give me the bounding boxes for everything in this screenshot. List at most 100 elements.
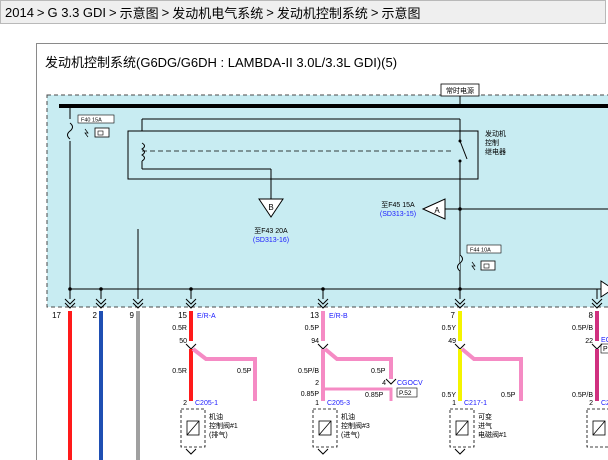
component-4-body	[586, 408, 608, 448]
solenoid-icon-diag	[186, 420, 200, 436]
junction-dot-17	[68, 287, 72, 291]
relay-contact-top	[458, 139, 462, 143]
wire-pink-13-branch	[323, 347, 393, 379]
fuse-f44-label-box	[466, 244, 502, 254]
wire-gauge-05p-c: 0.5P	[371, 368, 386, 375]
relay-label-line1: 发动机	[485, 129, 506, 138]
breadcrumb-separator: >	[266, 4, 274, 20]
c2-pin: 2	[589, 400, 593, 407]
c2053-pin: 1	[315, 400, 319, 407]
breadcrumb-engine-electrical[interactable]: 发动机电气系统	[172, 5, 264, 21]
pin-7: 7	[451, 311, 456, 320]
fuse-box-icon-2	[480, 260, 496, 271]
wire-pink-15	[191, 347, 257, 401]
solenoid-icon	[186, 420, 200, 436]
valve-3-line1: 机油	[341, 412, 355, 421]
hot-label: 常时电源	[446, 86, 474, 95]
pin-17: 17	[52, 311, 61, 320]
chevron-4	[385, 378, 397, 385]
connector-b-text2[interactable]: (SD313-16)	[253, 237, 289, 244]
valve-1-line2: 控制阀#1	[209, 421, 238, 430]
junction-block-area	[46, 94, 608, 308]
breadcrumb-engine-control[interactable]: 发动机控制系统	[276, 5, 368, 21]
diagram-title: 发动机控制系统(G6DG/G6DH : LAMBDA-II 3.0L/3.3L …	[45, 55, 398, 70]
wire-gauge-05p-a: 0.5P	[305, 325, 320, 332]
cvvl-line2: 进气	[478, 421, 492, 430]
fuse-f40-symbol	[67, 122, 73, 140]
valve-1-line3: (排气)	[209, 430, 228, 439]
relay-switch	[459, 140, 468, 160]
fuse-f44-symbol	[457, 254, 463, 272]
chevron-22	[591, 343, 603, 350]
wiring-diagram: 常时电源 F40 15A 发动机 控制 继电器 B 至F43 20A (SD31…	[46, 83, 608, 460]
wire-pink-cgocv	[325, 387, 393, 401]
wire-id-15: E/R-A	[197, 313, 216, 320]
valve-3-line2: 控制阀#3	[341, 421, 370, 430]
pin-2: 2	[93, 311, 98, 320]
node-22: 22	[585, 338, 593, 345]
wiring-diagram-panel: 发动机控制系统(G6DG/G6DH : LAMBDA-II 3.0L/3.3L …	[36, 43, 608, 460]
wire-gauge-05pb-c: 0.5P/B	[572, 392, 593, 399]
fuse-box-icon-inner	[97, 130, 104, 136]
connector-b-text1: 至F43 20A	[254, 227, 288, 235]
wire-gauge-05r-a: 0.5R	[172, 325, 187, 332]
valve-3-line3: (进气)	[341, 430, 360, 439]
breadcrumb: 2014 > G 3.3 GDI > 示意图 > 发动机电气系统 > 发动机控制…	[0, 0, 606, 24]
breadcrumb-schematic[interactable]: 示意图	[119, 5, 159, 21]
c2051-label[interactable]: C205-1	[195, 400, 218, 407]
wire-gauge-05y-a: 0.5Y	[442, 325, 457, 332]
wire-gauge-05pb-b: 0.5P/B	[298, 368, 319, 375]
fuse-f44-label: F44 10A	[470, 248, 491, 254]
connector-b-symbol[interactable]	[258, 198, 284, 218]
node-50: 50	[179, 338, 187, 345]
c2053-label[interactable]: C205-3	[327, 400, 350, 407]
page-ref-8[interactable]: P	[603, 346, 608, 353]
c2171-pin: 1	[452, 400, 456, 407]
wire-gauge-05r-b: 0.5R	[172, 368, 187, 375]
wire-gauge-05pb-a: 0.5P/B	[572, 325, 593, 332]
pin-15: 15	[178, 311, 187, 320]
wire-id-8: EC	[601, 337, 608, 344]
wire-gauge-085p-b: 0.85P	[365, 392, 384, 399]
chevron-valve-3	[317, 448, 329, 455]
relay-label-line3: 继电器	[485, 147, 506, 156]
p52-box	[396, 387, 418, 398]
solenoid-icon	[318, 420, 332, 436]
fuse-f40-icon	[84, 128, 89, 138]
connector-a-text1: 至F45 15A	[381, 201, 415, 209]
relay-label-line2: 控制	[485, 138, 499, 147]
node-4: 4	[382, 380, 386, 387]
connector-a-letter: A	[434, 206, 440, 215]
fuse-f40-label-box	[77, 114, 115, 124]
page-ref-p52[interactable]: P.52	[399, 390, 412, 397]
breadcrumb-year[interactable]: 2014	[5, 4, 34, 20]
breadcrumb-separator: >	[36, 4, 45, 20]
pin-9: 9	[130, 311, 135, 320]
wire-gauge-05y-b: 0.5Y	[442, 392, 457, 399]
fuse-box-icon	[94, 127, 110, 138]
connector-a-text2[interactable]: (SD313-15)	[380, 211, 416, 218]
fuse-box-icon-2-inner	[483, 263, 490, 269]
junction-dot-7	[458, 287, 462, 291]
breadcrumb-engine[interactable]: G 3.3 GDI	[47, 4, 107, 20]
wire-gauge-05p-b: 0.5P	[237, 368, 252, 375]
fuse-f40-label: F40 15A	[81, 118, 102, 124]
offpage-arrow	[600, 280, 608, 298]
pin-13: 13	[310, 311, 319, 320]
cvvl-line3: 电磁阀#1	[478, 430, 507, 439]
c2-label[interactable]: C2	[601, 400, 608, 407]
wire-gauge-085p-a: 0.85P	[301, 391, 320, 398]
chevron-cvvl	[454, 448, 466, 455]
relay-box	[127, 130, 479, 180]
c2171-label[interactable]: C217-1	[464, 400, 487, 407]
valve-1-line1: 机油	[209, 412, 223, 421]
breadcrumb-current: 示意图	[381, 5, 421, 21]
chevron-valve-1	[185, 448, 197, 455]
solenoid-icon	[455, 420, 469, 436]
wire-gauge-05p-d: 0.5P	[501, 392, 516, 399]
valve-3-body	[312, 408, 338, 448]
breadcrumb-separator: >	[109, 4, 117, 20]
cgocv-label: CGOCV	[397, 380, 423, 387]
solenoid-icon-diag	[592, 420, 606, 436]
connector-b-letter: B	[268, 203, 273, 212]
